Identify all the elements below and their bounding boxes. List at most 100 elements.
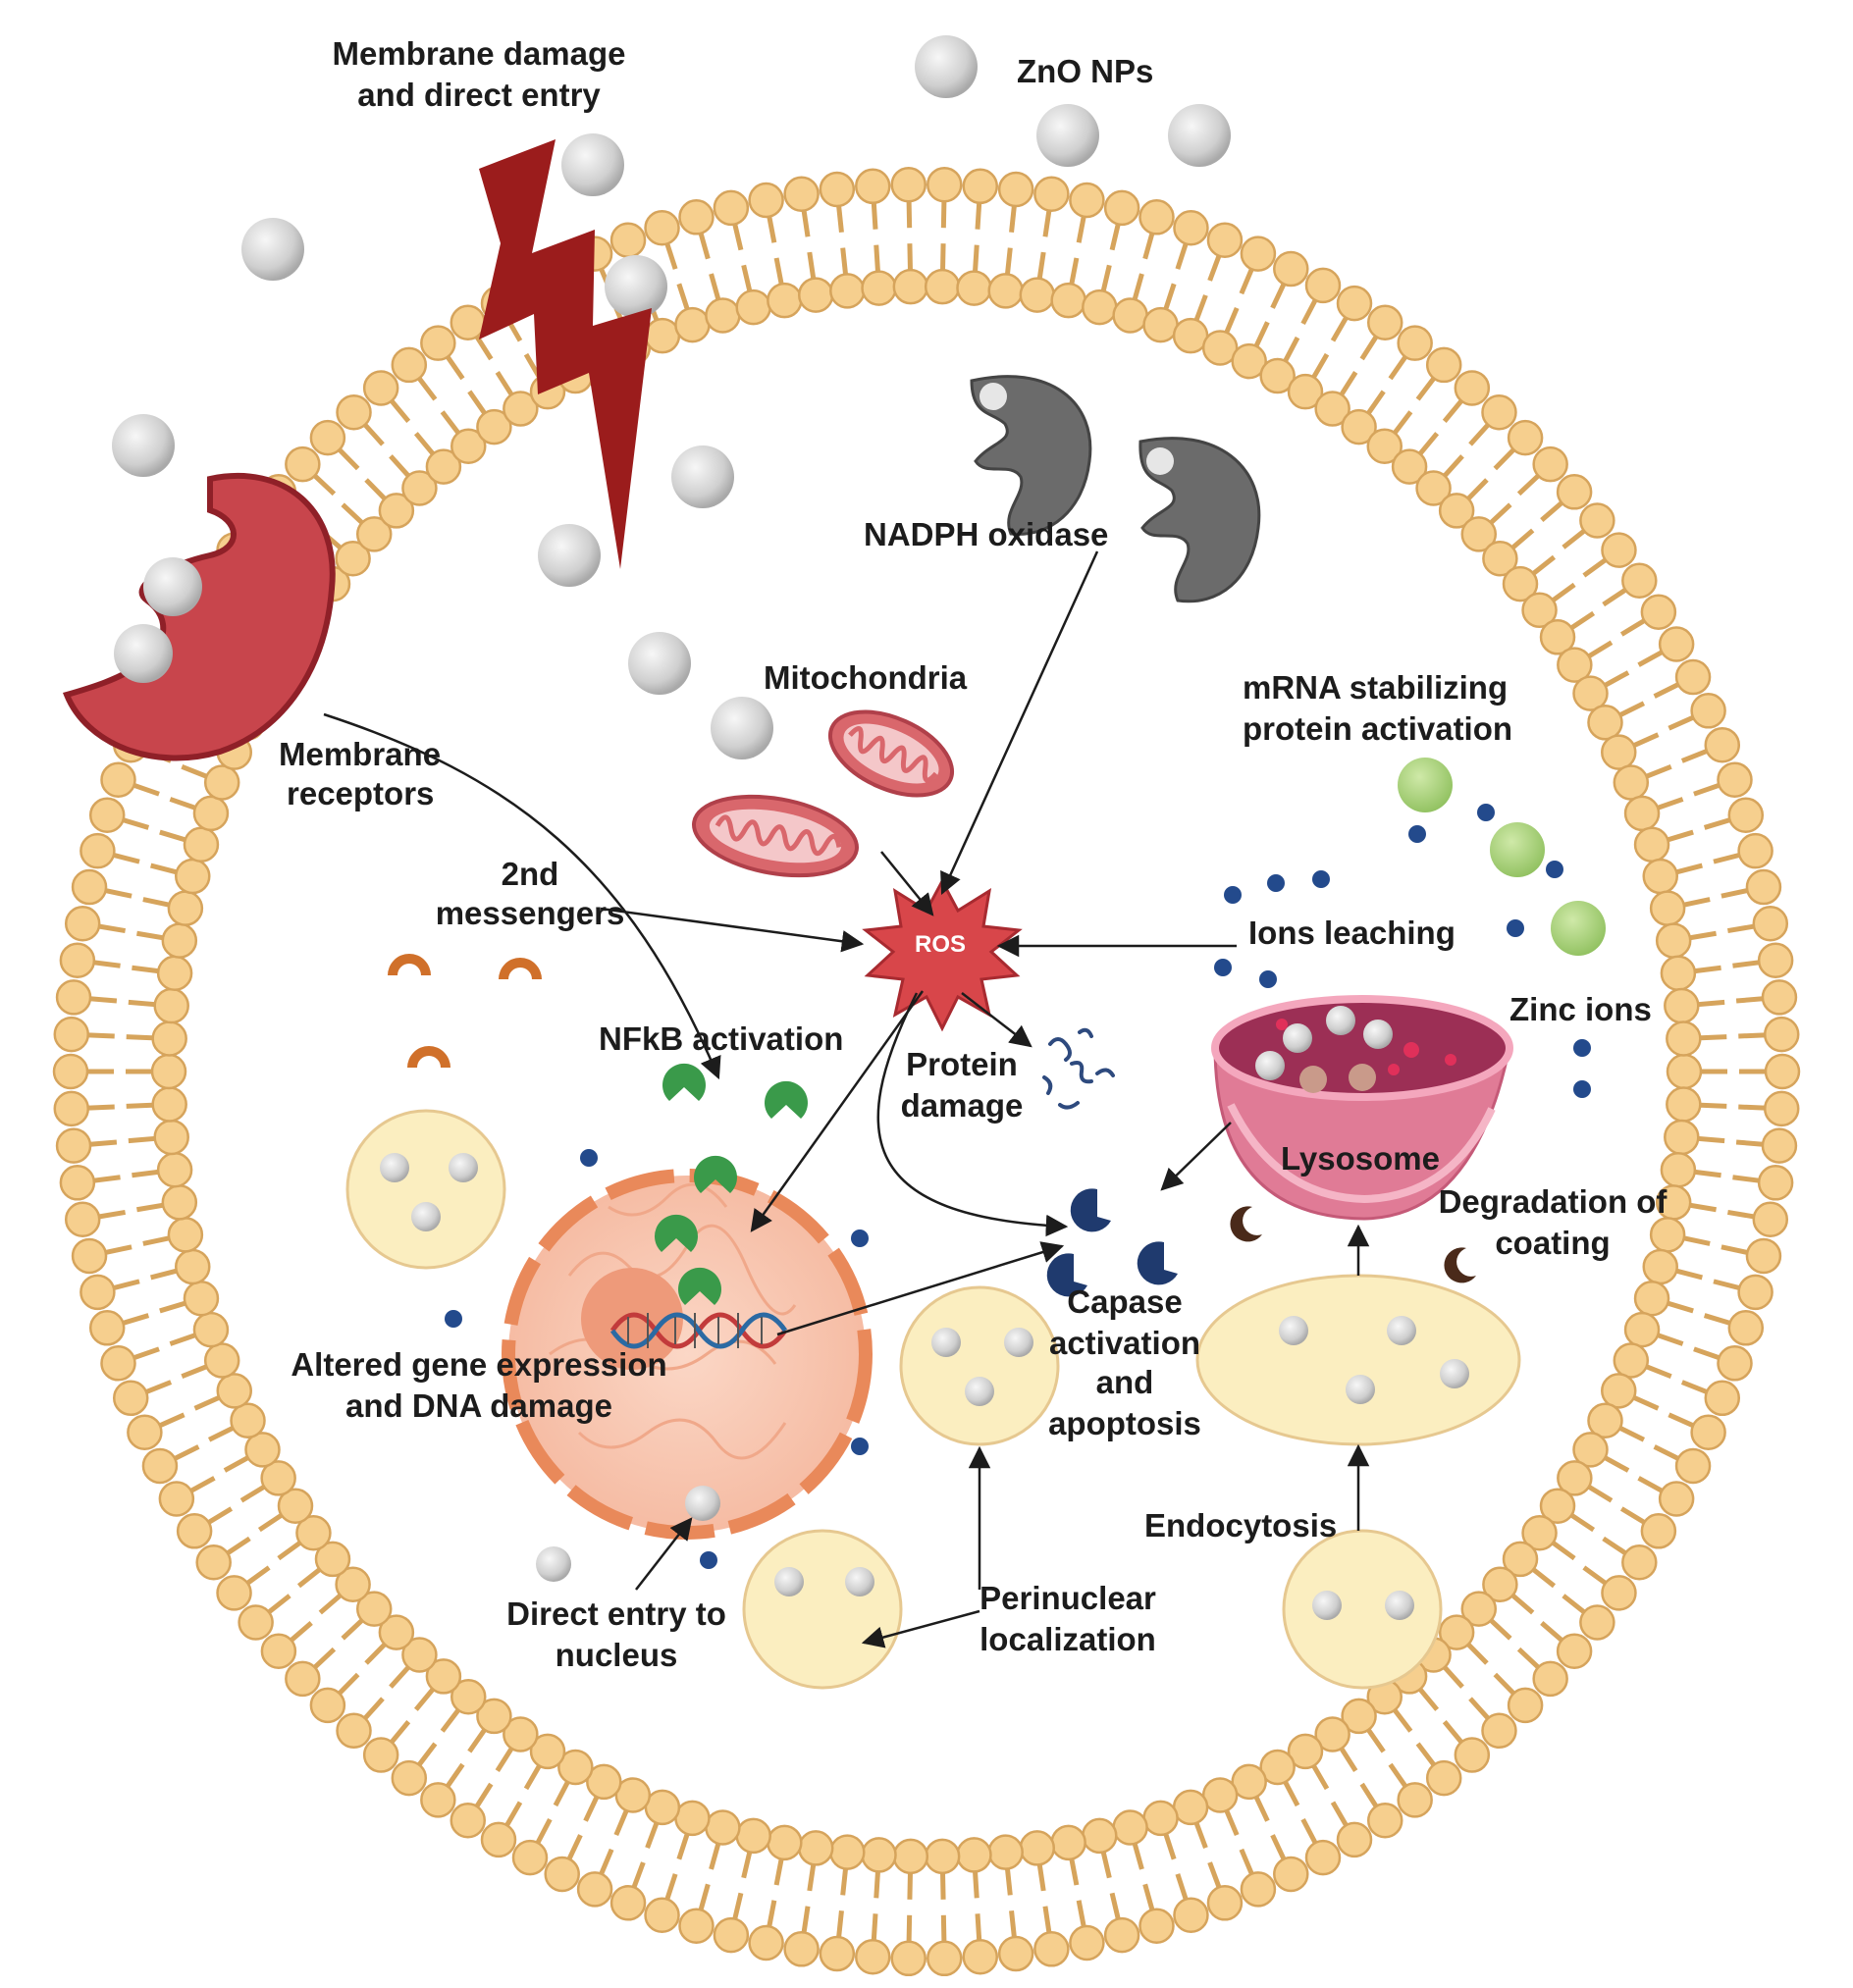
lipid-head (167, 1217, 204, 1253)
lipid-head (1752, 1201, 1789, 1238)
lipid-head (1287, 1733, 1324, 1770)
lipid-head (183, 1280, 220, 1317)
lipid-head (1142, 306, 1179, 343)
label-caspase-4: apoptosis (1048, 1405, 1201, 1441)
lipid-head (678, 199, 715, 235)
lipid-head (503, 391, 539, 427)
lipid-head (1138, 199, 1175, 235)
lipid-head (1454, 370, 1491, 406)
lipid-head (1259, 357, 1296, 394)
lipid-head (735, 1817, 771, 1855)
mrna-stabilizing-proteins (1398, 758, 1606, 956)
zno-nanoparticle (711, 697, 773, 759)
lipid-head (158, 1481, 195, 1517)
lipid-head (1601, 532, 1637, 568)
lipid-head (1050, 282, 1086, 319)
lipid-head (1507, 419, 1544, 456)
lipid-head (156, 955, 193, 991)
lipid-head (1655, 922, 1692, 959)
lipid-head (183, 826, 220, 863)
zno-nanoparticle (1168, 104, 1231, 167)
zinc-ion (445, 1310, 462, 1328)
lipid-head (1460, 1591, 1498, 1627)
lipid-head (335, 1566, 371, 1602)
lipid-head (1557, 647, 1593, 683)
lipid-head (674, 306, 711, 343)
label-zno-nps: ZnO NPs (1017, 53, 1153, 89)
lipid-head (1674, 658, 1712, 696)
label-nadph-oxidase: NADPH oxidase (864, 516, 1108, 552)
label-direct-entry-2: nucleus (556, 1637, 678, 1673)
lipid-head (767, 282, 803, 319)
lipid-head (767, 1824, 803, 1861)
arrow-ros-to-caspase (876, 992, 1069, 1237)
mitochondria-icon (692, 709, 955, 878)
label-protein-damage-2: damage (901, 1087, 1024, 1124)
lipid-head (854, 1938, 891, 1975)
lipid-head (79, 832, 116, 869)
lipid-head (1240, 235, 1277, 272)
lipid-head (1633, 1280, 1670, 1317)
lipid-head (1572, 1432, 1609, 1468)
lipid-head (1138, 1908, 1175, 1944)
protein-damage-icon (1042, 1027, 1115, 1110)
label-mitochondria: Mitochondria (764, 659, 968, 696)
lipid-head (1082, 288, 1118, 326)
lipid-head (1640, 1513, 1677, 1549)
caspase-proteins (1046, 1188, 1178, 1297)
lipid-head (1587, 705, 1623, 741)
lipid-head (748, 1924, 784, 1962)
zinc-ion (1312, 870, 1330, 888)
label-membrane-damage-1: Membrane damage (333, 35, 626, 72)
zinc-ion (851, 1438, 869, 1455)
lipid-head (1621, 1544, 1658, 1581)
arrow-nadph-to-ros (940, 550, 1099, 896)
lipid-head (216, 1373, 252, 1409)
lipid-head (1539, 1488, 1576, 1524)
lipid-head (1082, 1817, 1118, 1855)
lipid-head (336, 1712, 372, 1750)
lipid-head (88, 797, 126, 833)
lipid-head (71, 1237, 108, 1275)
endosome-icon (1195, 1274, 1521, 1446)
lipid-head (678, 1908, 715, 1944)
lipid-head (1033, 176, 1070, 212)
lipid-head (644, 209, 680, 246)
label-mrna-1: mRNA stabilizing (1243, 669, 1508, 706)
lipid-head (1069, 1924, 1105, 1962)
lipid-head (1539, 619, 1576, 655)
zinc-ion (1477, 804, 1495, 821)
arrow-direct-entry-to-nucleus (635, 1517, 693, 1591)
arrow-perinuclear-to-vesicle (861, 1609, 980, 1648)
lipid-head (309, 1687, 346, 1724)
lipid-head (100, 1345, 136, 1382)
lipid-head (401, 470, 438, 506)
lipid-head (1240, 1871, 1277, 1908)
zno-nanoparticle (1036, 104, 1099, 167)
lipid-head (997, 1935, 1034, 1972)
lipid-head (71, 868, 108, 906)
lipid-head (705, 297, 741, 334)
lipid-head (1704, 1380, 1741, 1417)
lipid-head (476, 1698, 512, 1735)
zinc-ion (1546, 861, 1563, 878)
lipid-head (1649, 1217, 1686, 1253)
lipid-head (1273, 1856, 1309, 1893)
lipid-head (1304, 1839, 1342, 1876)
lipid-head (161, 922, 198, 959)
lipid-head (192, 795, 230, 832)
labels: Membrane damage and direct entry ZnO NPs… (279, 35, 1668, 1673)
lipid-head (203, 764, 240, 801)
lipid-head (1397, 325, 1433, 361)
lipid-head (1658, 626, 1695, 662)
zno-nanoparticle (671, 445, 734, 508)
lipid-head (783, 1931, 820, 1967)
lipid-head (1640, 594, 1677, 630)
lipid-head (260, 1460, 296, 1496)
zinc-ion (700, 1551, 717, 1569)
lipid-head (192, 1311, 230, 1348)
lipid-head (309, 419, 346, 456)
dna-helix-icon (609, 1312, 788, 1349)
